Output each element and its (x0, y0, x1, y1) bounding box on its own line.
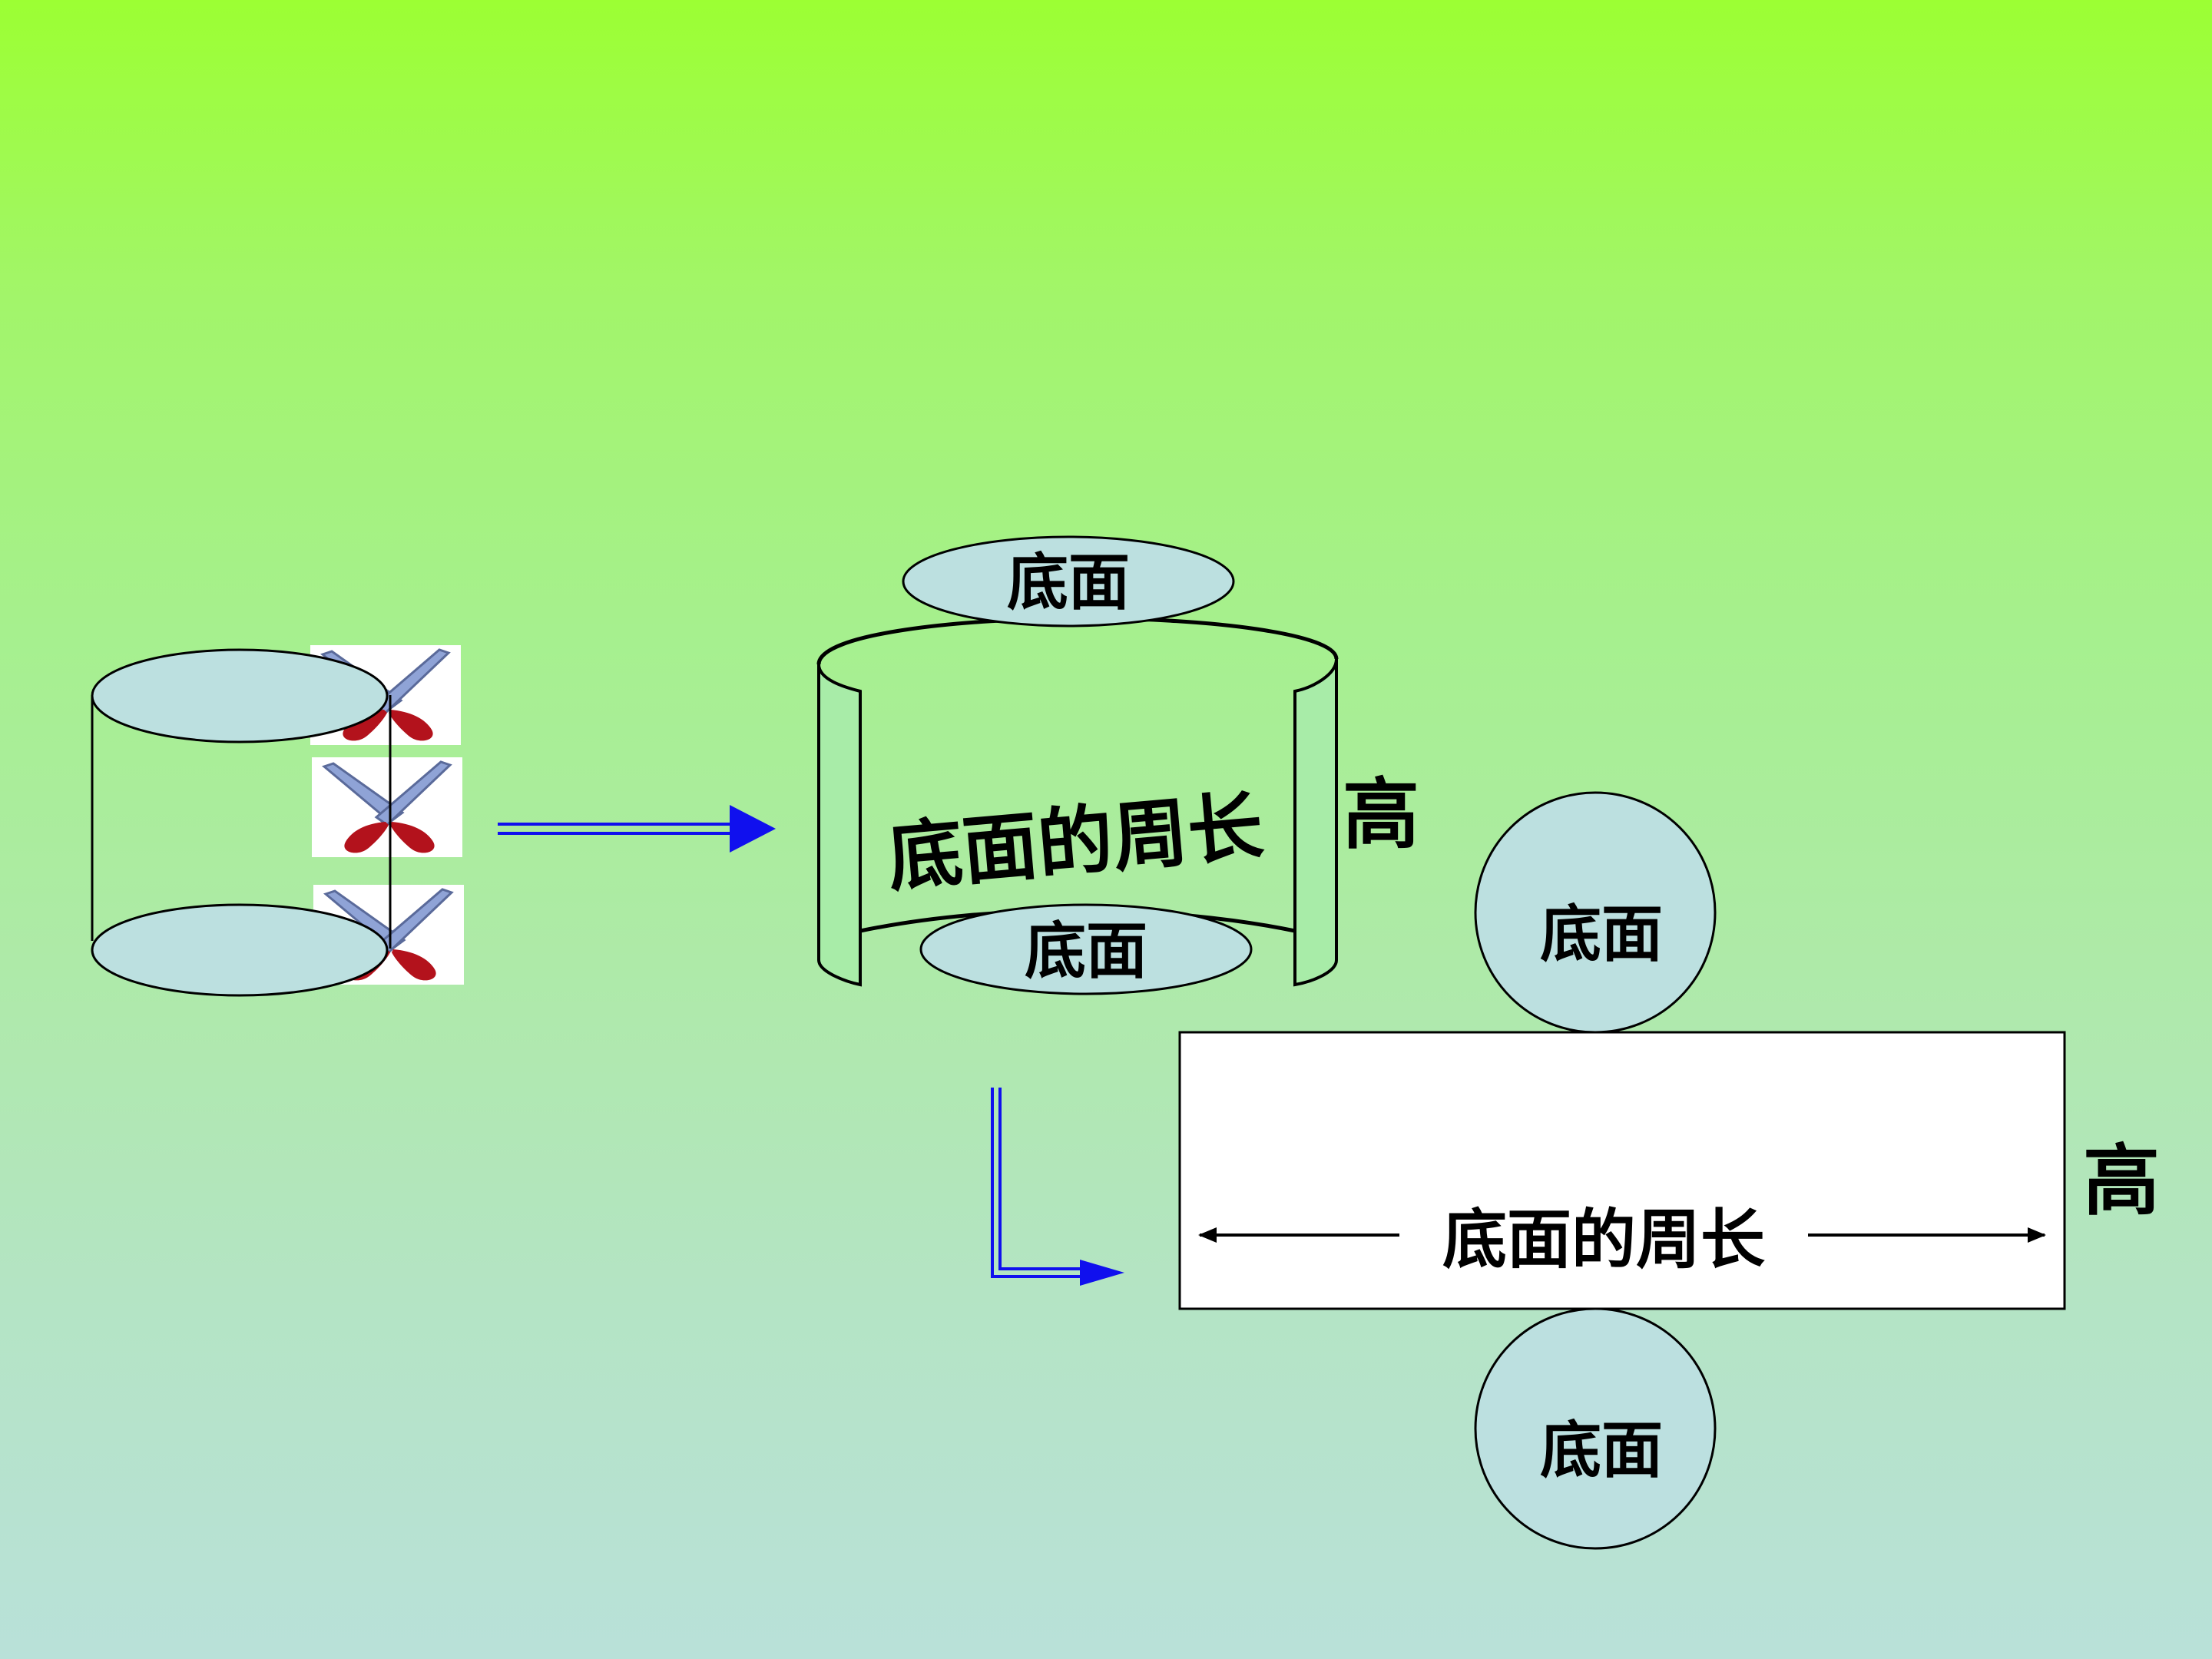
net-height-label: 高 (2083, 1135, 2160, 1226)
arrow-right-icon (2028, 1227, 2046, 1243)
bottom-face (919, 903, 1253, 995)
net-rectangle (1178, 1031, 2066, 1310)
cylinder-top-face (91, 648, 389, 743)
net-circumference-label: 底面的周长 (1442, 1201, 1765, 1277)
arrow-left-icon (1198, 1227, 1217, 1243)
cylinder-bottom-face (91, 903, 389, 997)
left-flap (817, 664, 862, 987)
net-bottom-circle-label: 底面 (1540, 1414, 1663, 1486)
scissors-icon (310, 756, 464, 859)
right-flap (1293, 658, 1338, 987)
top-face-label: 底面 (1007, 546, 1130, 618)
arrow-down-right-icon (991, 1088, 1124, 1286)
cylinder-height-label: 高 (1343, 769, 1419, 859)
unrolling-cylinder: 底面 底面 底面的周长 高 (816, 535, 1419, 995)
cylinder (91, 644, 465, 997)
net-top-circle-label: 底面 (1540, 898, 1663, 970)
cylinder-net: 底面 底面 底面的周长 高 (1178, 791, 2160, 1550)
arrow-right-icon (498, 805, 776, 853)
top-face (902, 535, 1235, 628)
curved-circumference-label: 底面的周长 (884, 782, 1267, 902)
bottom-face-label: 底面 (1025, 915, 1147, 987)
